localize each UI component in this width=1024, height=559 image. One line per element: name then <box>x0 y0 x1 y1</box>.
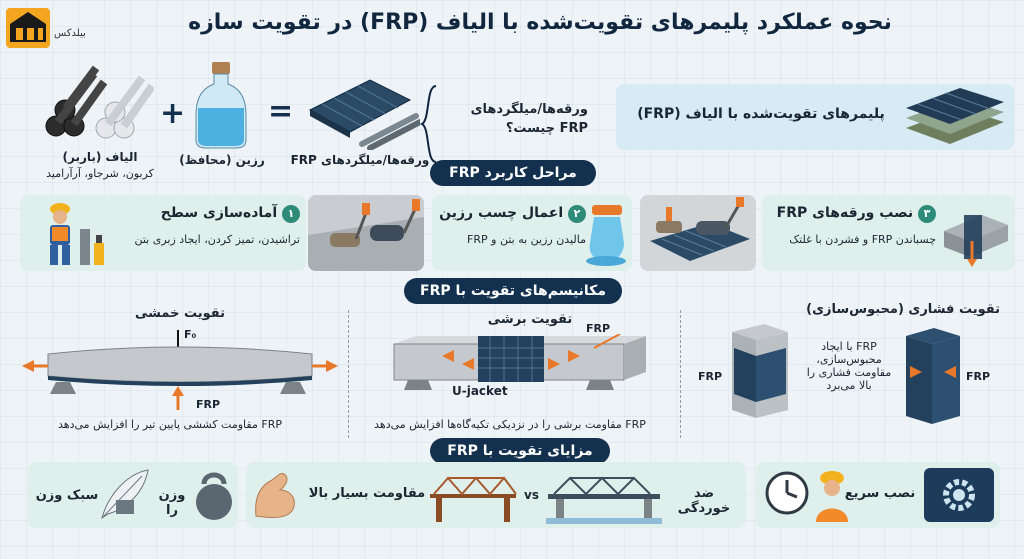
benefit-corrosion-label: ضد خوردگی <box>677 486 731 516</box>
shear-beam-diagram <box>393 334 646 390</box>
clock-icon <box>765 471 809 515</box>
step-2-desc: مالیدن رزین به بتن و FRP <box>467 233 586 246</box>
divider-1 <box>348 310 350 438</box>
shear-frp-label: FRP <box>586 322 611 335</box>
step-2-title: اعمال چسب رزین <box>439 205 564 221</box>
step-2-title-row: ۲ اعمال چسب رزین <box>436 205 586 223</box>
flexural-frp-label: FRP <box>196 398 221 411</box>
benefits-heading: مزایای تقویت با FRP <box>430 438 610 464</box>
flexural-title: تقویت خمشی <box>134 306 226 321</box>
resin-bucket-icon <box>586 205 626 266</box>
flexural-caption: FRP مقاومت کششی پایین تیر را افزایش می‌د… <box>58 418 282 431</box>
step-3-badge: ۳ <box>918 205 936 223</box>
step-3-title-row: ۳ نصب ورقه‌های FRP <box>766 205 936 223</box>
feather-icon <box>101 469 149 520</box>
logo-text: بیلدکس <box>54 28 86 39</box>
fiber-subtitle: کربون، شرجاو، آرآرامید <box>46 167 154 180</box>
frp-sheet-icon <box>308 79 420 150</box>
definition-card: پلیمرهای تقویت‌شده با الیاف (FRP) <box>616 84 1014 150</box>
step-1-title: آماده‌سازی سطح <box>160 205 278 221</box>
benefit-light-card: سبک وزن وزن را <box>28 462 238 528</box>
column-left-icon <box>732 324 788 418</box>
shear-caption: FRP مقاومت برشی را در نزدیکی تکیه‌گاه‌ها… <box>374 418 646 431</box>
kettlebell-icon <box>196 472 232 520</box>
step-2-image <box>640 195 756 271</box>
column-left-frp-label: FRP <box>698 370 723 383</box>
shear-jacket-label: U-jacket <box>452 384 508 398</box>
rusty-bridge-icon <box>430 476 517 522</box>
definition-text: پلیمرهای تقویت‌شده با الیاف (FRP) <box>637 106 885 122</box>
steel-bridge-icon <box>546 476 662 524</box>
benefit-vs-label: vs <box>524 488 539 502</box>
logo <box>6 8 50 48</box>
step-3-title: نصب ورقه‌های FRP <box>776 205 914 221</box>
gear-panel <box>924 468 994 522</box>
shear-title: تقویت برشی <box>487 312 573 327</box>
gear-icon <box>943 479 975 511</box>
frp-sheet-label: ورقه‌ها/میلگردهای FRP <box>290 153 430 167</box>
worker-head-icon <box>816 471 848 522</box>
step-1-title-row: ۱ آماده‌سازی سطح <box>124 205 300 223</box>
benefit-strength-card: مقاومت بسیار بالا vs ضد خوردگی <box>246 462 746 528</box>
glass-fiber-icon <box>95 75 154 139</box>
resin-bottle-icon <box>195 62 247 149</box>
step-3-desc: چسباندن FRP و فشردن با غلتک <box>789 233 936 246</box>
mesh-roller-icon <box>650 197 750 261</box>
compressive-title: تقویت فشاری (محبوس‌سازی) <box>806 302 1000 317</box>
plus-sign: + <box>160 96 186 131</box>
steps-heading: مراحل کاربرد FRP <box>430 160 596 186</box>
frp-layers-icon <box>906 88 1004 144</box>
benefit-fast-card: نصب سریع <box>756 462 1000 528</box>
benefit-fast-label: نصب سریع <box>844 486 916 501</box>
fiber-label: الیاف (باربر) <box>62 150 138 164</box>
column-right-icon <box>906 328 960 424</box>
compressive-caption: FRP با ایجاد محبوس‌سازی، مقاومت فشاری را… <box>806 340 892 392</box>
step-3-card: ۳ نصب ورقه‌های FRP چسباندن FRP و فشردن ب… <box>762 195 1014 271</box>
divider-2 <box>680 310 682 438</box>
step-1-image <box>308 195 424 271</box>
column-right-frp-label: FRP <box>966 370 991 383</box>
benefit-light-label: سبک وزن <box>35 488 99 503</box>
step-1-desc: تراشیدن، تمیز کردن، ایجاد زبری بتن <box>134 233 300 246</box>
page-title: نحوه عملکرد پلیمرهای تقویت‌شده با الیاف … <box>188 10 892 35</box>
step-1-card: ۱ آماده‌سازی سطح تراشیدن، تمیز کردن، ایج… <box>20 195 306 271</box>
step-1-badge: ۱ <box>282 205 300 223</box>
step-2-badge: ۲ <box>568 205 586 223</box>
benefit-strength-label: مقاومت بسیار بالا <box>308 486 426 501</box>
roller-brush-icon <box>308 199 424 271</box>
equals-sign: = <box>268 94 294 129</box>
mechanisms-heading: مکانیسم‌های تقویت با FRP <box>404 278 622 304</box>
benefit-weight-label: وزن را <box>158 488 186 518</box>
flexural-force-label: F₀ <box>184 328 197 341</box>
step-2-card: ۲ اعمال چسب رزین مالیدن رزین به بتن و FR… <box>432 195 632 271</box>
muscle-arm-icon <box>255 473 295 519</box>
frp-question: ورقه‌ها/میلگردهای FRP چیست؟ <box>470 102 588 136</box>
worker-icon <box>50 203 104 265</box>
resin-label: رزین (محافظ) <box>179 153 265 167</box>
wrapped-beam-icon <box>944 215 1008 267</box>
carbon-fiber-icon <box>45 65 108 137</box>
flexural-beam-diagram <box>22 330 338 410</box>
brace-icon <box>420 85 437 163</box>
